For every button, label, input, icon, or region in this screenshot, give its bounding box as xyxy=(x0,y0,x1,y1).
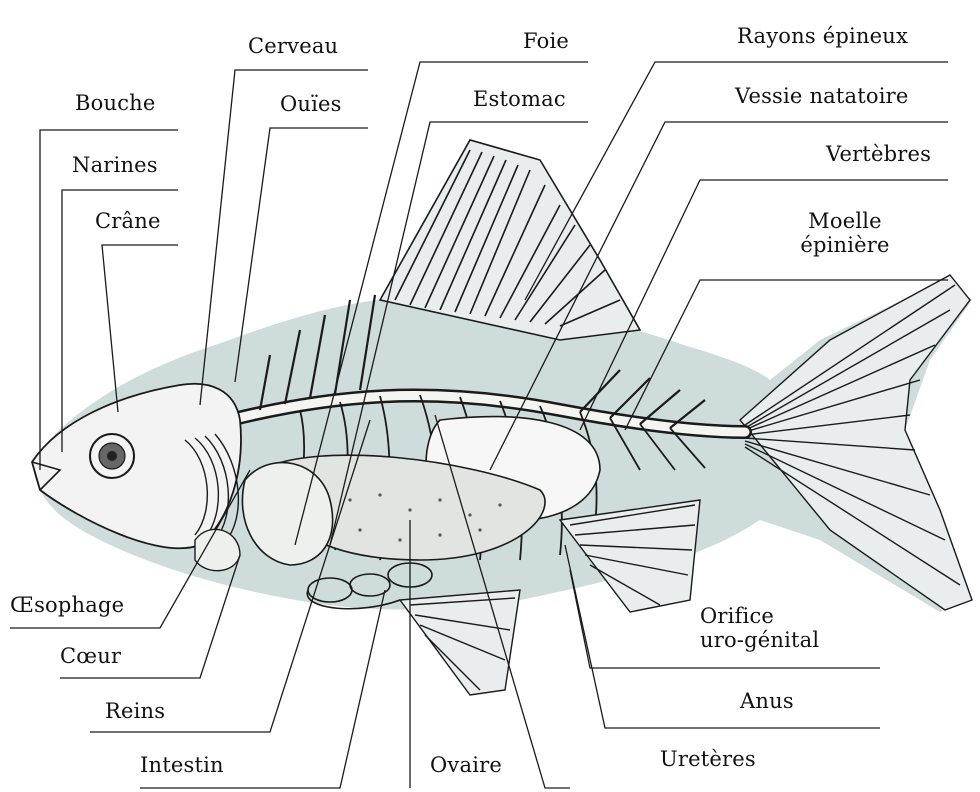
label-moelle-line1: Moelle xyxy=(780,210,910,234)
label-foie: Foie xyxy=(523,30,569,54)
label-crane: Crâne xyxy=(95,210,161,234)
label-bouche: Bouche xyxy=(75,92,156,116)
label-anus: Anus xyxy=(740,690,794,714)
label-orifice-line1: Orifice xyxy=(700,605,819,629)
label-coeur: Cœur xyxy=(60,645,121,669)
skull xyxy=(32,384,241,548)
label-rayons-epineux: Rayons épineux xyxy=(737,25,908,49)
label-ureteres: Uretères xyxy=(660,748,756,772)
label-vertebres: Vertèbres xyxy=(826,143,931,167)
label-cerveau: Cerveau xyxy=(248,35,338,59)
label-narines: Narines xyxy=(72,154,158,178)
label-intestin: Intestin xyxy=(140,754,224,778)
label-orifice-uro-genital: Orifice uro-génital xyxy=(700,605,819,652)
label-estomac: Estomac xyxy=(473,88,566,112)
label-reins: Reins xyxy=(105,700,165,724)
label-moelle-line2: épinière xyxy=(780,234,910,258)
label-orifice-line2: uro-génital xyxy=(700,629,819,653)
label-ouies: Ouïes xyxy=(280,93,342,117)
label-moelle-epiniere: Moelle épinière xyxy=(780,210,910,257)
label-vessie-natatoire: Vessie natatoire xyxy=(735,85,909,109)
label-ovaire: Ovaire xyxy=(430,754,502,778)
label-oesophage: Œsophage xyxy=(10,594,124,618)
